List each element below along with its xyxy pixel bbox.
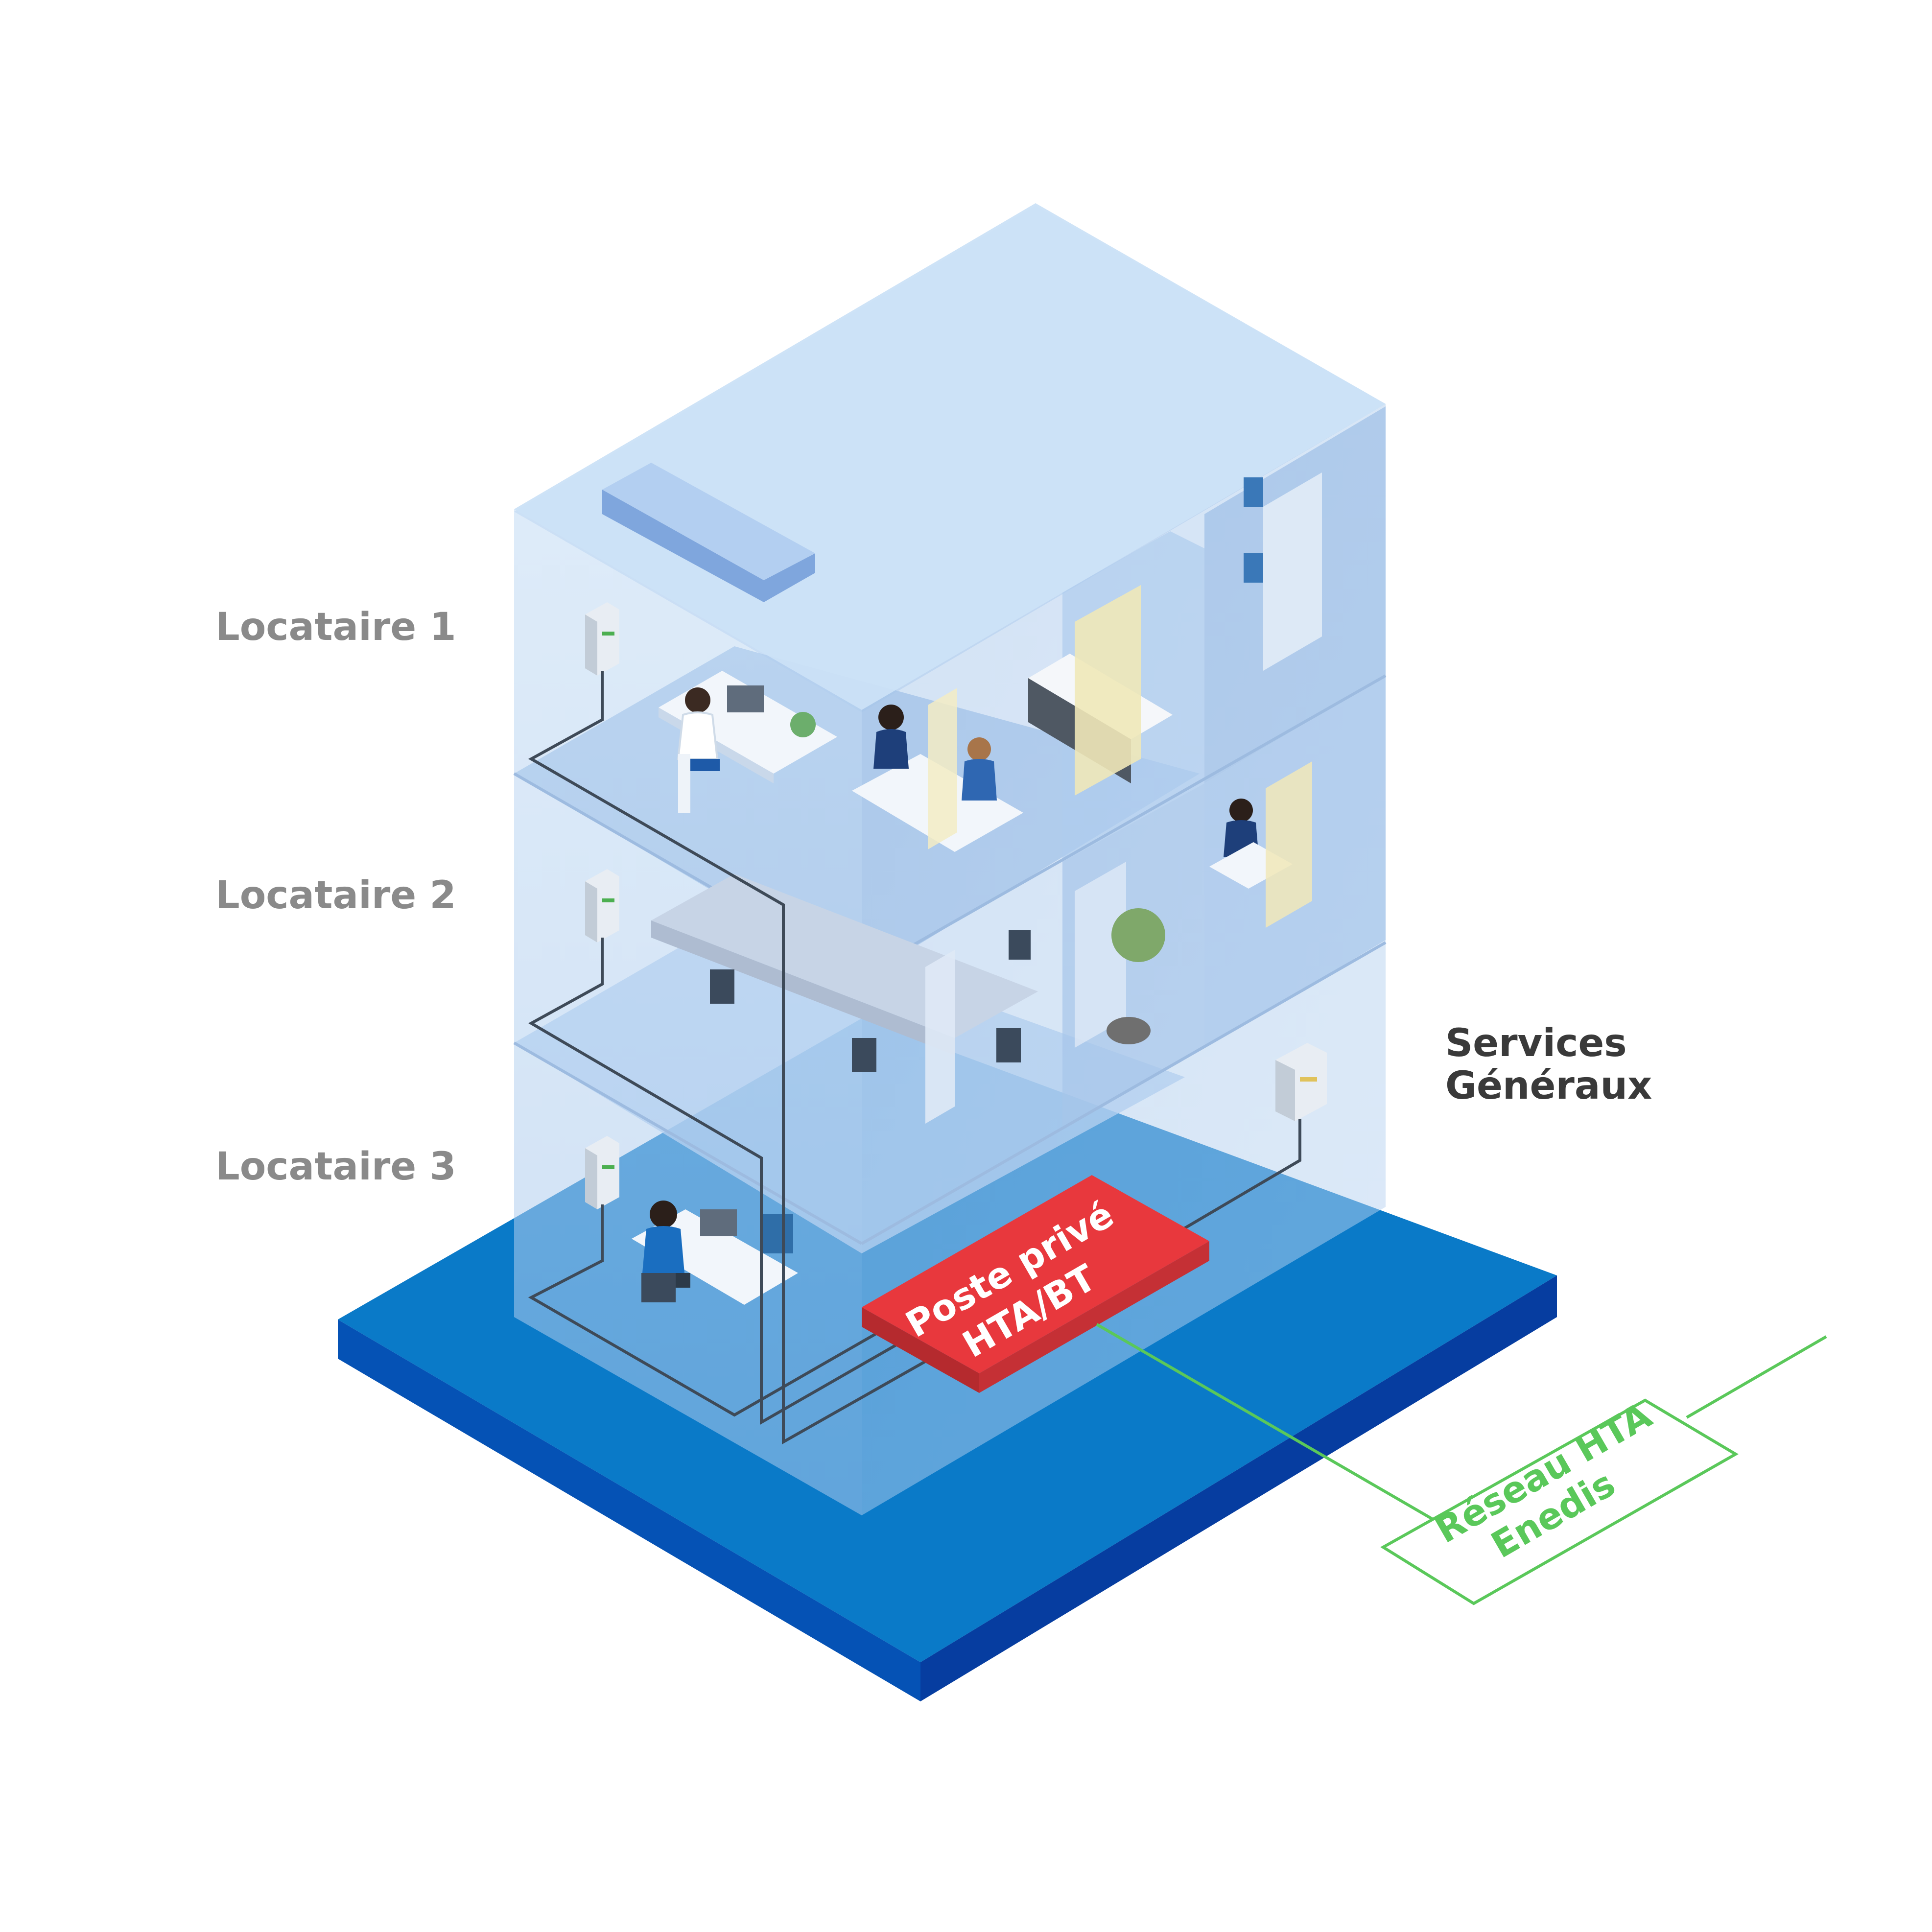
grid-box: [1380, 1398, 1739, 1605]
substation-left: [862, 1307, 979, 1393]
person-icon: [873, 705, 909, 769]
binder-icon: [1244, 553, 1263, 583]
glass-partition-icon: [1075, 862, 1126, 1048]
cable-tenant-3: [528, 1204, 885, 1417]
person-icon: [677, 687, 720, 771]
substation-top: [862, 1175, 1209, 1373]
cable-tenant-1: [528, 671, 931, 1445]
meter-icon: [585, 1136, 619, 1209]
base-right-side: [920, 1275, 1557, 1701]
label-general-services-line2: Généraux: [1445, 1064, 1652, 1108]
binder-icon: [1244, 477, 1263, 507]
chair-icon: [710, 930, 1031, 1072]
cable-tenant-2: [528, 938, 912, 1425]
label-tenant-3: Locataire 3: [215, 1145, 456, 1189]
laptop-icon: [700, 1209, 737, 1236]
private-substation: Poste privé HTA/BT: [862, 1175, 1209, 1393]
chair-icon: [641, 1273, 676, 1302]
meter-icon: [1275, 1043, 1327, 1121]
meter-icon: [585, 602, 619, 676]
label-general-services-line1: Services: [1445, 1021, 1627, 1065]
label-general-services: Services Généraux: [1445, 1022, 1652, 1108]
electric-meters: [585, 602, 1327, 1209]
office-furniture: [632, 472, 1322, 1305]
grid-line: [1096, 1323, 1436, 1522]
base-left-side: [338, 1319, 920, 1701]
shelf-unit: [1263, 472, 1322, 671]
grid-line-out: [1686, 1335, 1827, 1419]
plant-icon: [790, 712, 816, 737]
label-tenant-1: Locataire 1: [215, 605, 456, 649]
glass-partition-icon: [1266, 761, 1312, 928]
meter-icon: [585, 869, 619, 942]
label-tenant-2: Locataire 2: [215, 873, 456, 918]
binder-icon: [761, 1214, 793, 1253]
cable-general-services: [1174, 1119, 1301, 1235]
substation-right: [979, 1241, 1209, 1393]
glass-partition-icon: [925, 950, 955, 1124]
laptop-icon: [727, 685, 764, 712]
person-icon: [962, 737, 997, 801]
cables: [528, 671, 1301, 1445]
glass-partition-icon: [928, 688, 957, 849]
tall-cabinet: [1075, 585, 1141, 796]
plant-icon: [1111, 908, 1165, 962]
